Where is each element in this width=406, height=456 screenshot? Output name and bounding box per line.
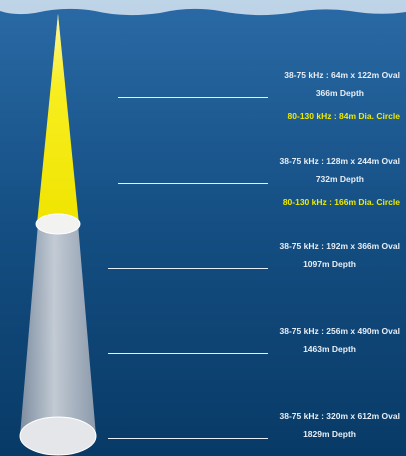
- circle-spec-label-366m: 80-130 kHz : 84m Dia. Circle: [287, 111, 400, 121]
- oval-spec-label-1097m: 38-75 kHz : 192m x 366m Oval: [279, 241, 401, 251]
- oval-spec-label-732m: 38-75 kHz : 128m x 244m Oval: [279, 156, 401, 166]
- depth-line-1463m: [108, 353, 268, 354]
- oval-spec-label-1829m: 38-75 kHz : 320m x 612m Oval: [279, 411, 401, 421]
- depth-line-732m: [118, 183, 268, 184]
- depth-label-1829m: 1829m Depth: [303, 429, 356, 439]
- depth-label-1097m: 1097m Depth: [303, 259, 356, 269]
- depth-line-1097m: [108, 268, 268, 269]
- water-surface: [0, 0, 406, 16]
- oval-spec-label-1463m: 38-75 kHz : 256m x 490m Oval: [279, 326, 401, 336]
- circle-spec-label-732m: 80-130 kHz : 166m Dia. Circle: [282, 197, 400, 207]
- oval-spec-label-366m: 38-75 kHz : 64m x 122m Oval: [284, 70, 400, 80]
- footprint-ellipse-1829m: [19, 416, 97, 456]
- depth-label-1463m: 1463m Depth: [303, 344, 356, 354]
- beam-cone-high-frequency: [37, 14, 79, 224]
- footprint-ellipse-732m: [35, 213, 81, 235]
- depth-line-366m: [118, 97, 268, 98]
- depth-line-1829m: [108, 438, 268, 439]
- depth-label-366m: 366m Depth: [315, 88, 364, 98]
- depth-label-732m: 732m Depth: [315, 174, 364, 184]
